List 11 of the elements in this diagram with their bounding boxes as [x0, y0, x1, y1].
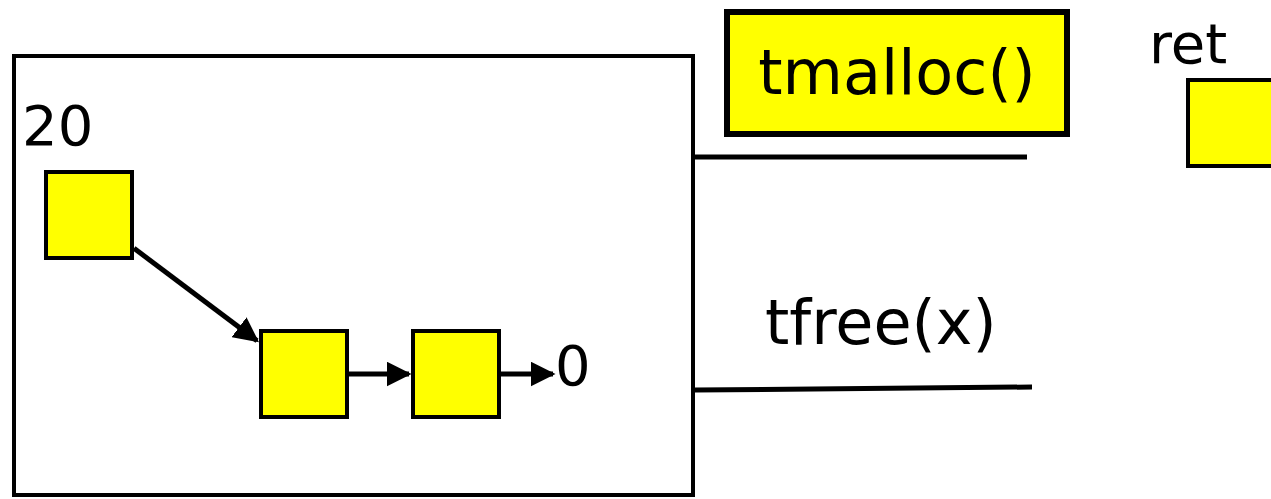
memory-block	[411, 329, 501, 419]
arrow	[349, 361, 412, 387]
null-value: 0	[555, 338, 591, 394]
block-label: 20	[22, 98, 94, 154]
arrow	[501, 361, 556, 387]
connector-line	[694, 384, 1033, 393]
block-label: ret	[1149, 16, 1228, 72]
memory-pool-box	[12, 54, 695, 497]
function-box: tmalloc()	[724, 9, 1070, 137]
memory-block	[259, 329, 349, 419]
connector-line	[695, 154, 1027, 160]
